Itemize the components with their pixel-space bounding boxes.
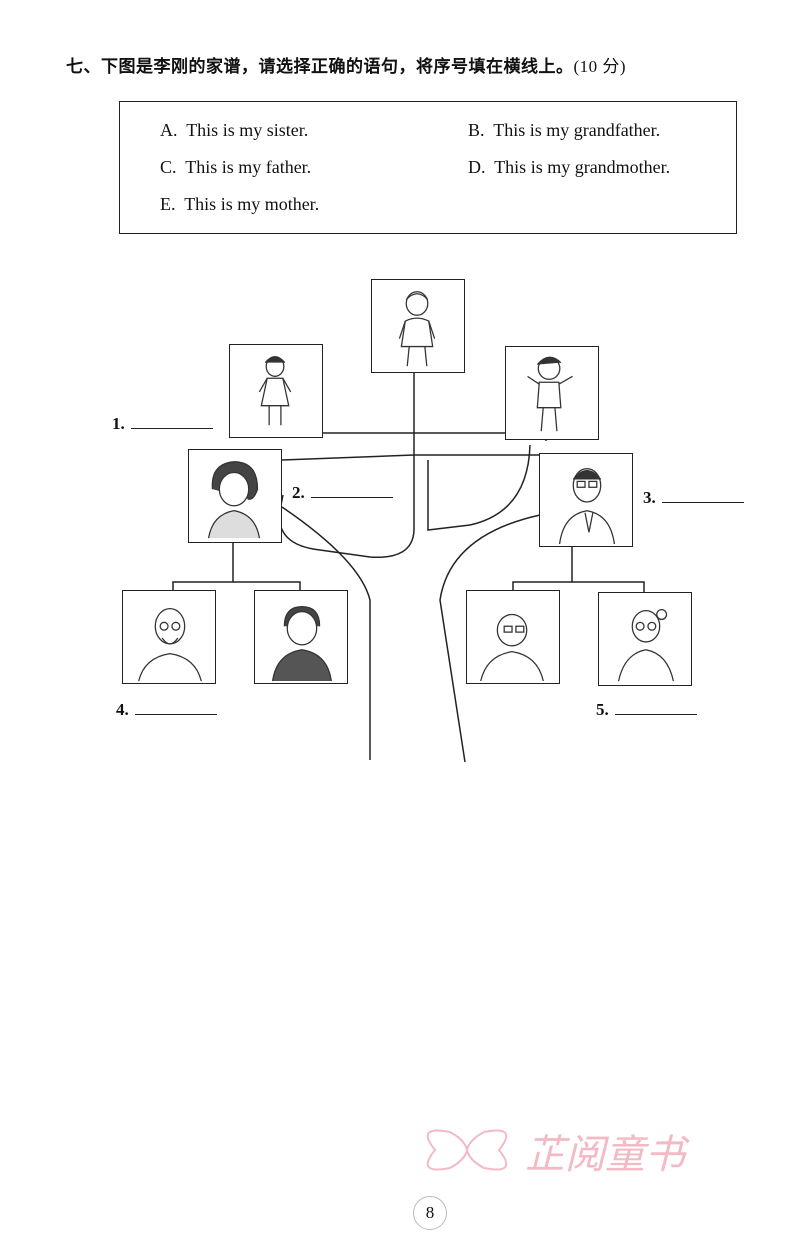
photo-grandmother-left xyxy=(254,590,348,684)
grandmother-icon xyxy=(271,606,332,682)
photo-father xyxy=(539,453,633,547)
photo-girl xyxy=(229,344,323,438)
blank-4[interactable]: 4. xyxy=(116,700,217,720)
waving-boy-icon xyxy=(527,356,573,432)
page-number: 8 xyxy=(413,1196,447,1230)
photo-grandfather-left xyxy=(122,590,216,684)
girl-icon xyxy=(258,356,292,426)
photo-grandfather-right xyxy=(466,590,560,684)
question-title: 七、下图是李刚的家谱，请选择正确的语句，将序号填在横线上。(10 分) xyxy=(66,52,626,77)
photo-boy-waving xyxy=(505,346,599,440)
grandfather-icon xyxy=(138,607,202,682)
option-e: E. This is my mother. xyxy=(160,194,320,214)
question-score: (10 分) xyxy=(573,57,627,76)
option-a: A. This is my sister. xyxy=(160,120,309,140)
watermark: 芷阅童书 xyxy=(426,1129,690,1178)
grandmother-icon xyxy=(617,609,675,682)
question-title-text: 七、下图是李刚的家谱，请选择正确的语句，将序号填在横线上。 xyxy=(66,57,574,77)
option-d: D. This is my grandmother. xyxy=(468,157,671,177)
photo-grandmother-right xyxy=(598,592,692,686)
blank-5[interactable]: 5. xyxy=(596,700,697,720)
blank-3[interactable]: 3. xyxy=(643,488,744,508)
photo-mother xyxy=(188,449,282,543)
mother-icon xyxy=(207,461,261,539)
grandfather-icon xyxy=(480,613,544,682)
watermark-text: 芷阅童书 xyxy=(525,1132,690,1178)
options-box: A. This is my sister. B. This is my gran… xyxy=(119,101,737,234)
photo-boy xyxy=(371,279,465,373)
boy-icon xyxy=(398,291,436,367)
family-tree-lines xyxy=(172,373,645,763)
option-b: B. This is my grandfather. xyxy=(468,120,661,140)
blank-2[interactable]: 2. xyxy=(292,483,393,503)
option-c: C. This is my father. xyxy=(160,157,312,177)
father-icon xyxy=(558,468,616,545)
blank-1[interactable]: 1. xyxy=(112,414,213,434)
